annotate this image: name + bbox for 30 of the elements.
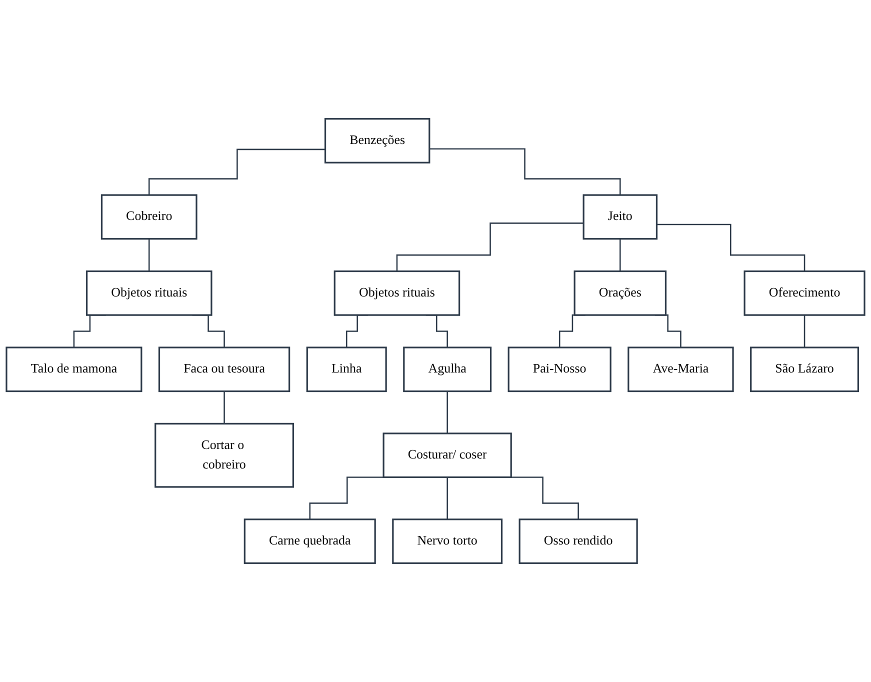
node-box: Jeito (582, 194, 658, 240)
node-box: Benzeções (324, 118, 430, 164)
connector (148, 148, 326, 196)
connector (620, 238, 621, 272)
node-box: Nervo torto (392, 518, 503, 564)
node-box: Orações (574, 270, 667, 316)
node-box: Osso rendido (518, 518, 638, 564)
node-box: Costurar/ coser (382, 432, 512, 478)
connector (224, 390, 225, 424)
node-box: Talo de mamona (6, 346, 142, 392)
connector (446, 390, 448, 434)
connector (148, 238, 150, 272)
node-box: Oferecimento (744, 270, 866, 316)
node-box: Ave-Maria (628, 346, 734, 392)
node-box: Objetos rituais (334, 270, 460, 316)
node-box: São Lázaro (750, 346, 860, 392)
connector (656, 224, 806, 272)
connector (446, 476, 448, 520)
connector (429, 148, 621, 196)
node-box: Cortar o cobreiro (154, 422, 294, 488)
node-box: Cobreiro (100, 194, 198, 240)
node-box: Pai-Nosso (508, 346, 612, 392)
node-box: Linha (306, 346, 387, 392)
node-box: Faca ou tesoura (158, 346, 290, 392)
node-box: Carne quebrada (244, 518, 376, 564)
node-box: Objetos rituais (86, 270, 212, 316)
connector (309, 476, 384, 520)
connector (396, 222, 584, 272)
node-box: Agulha (403, 346, 492, 392)
connector (804, 314, 806, 348)
